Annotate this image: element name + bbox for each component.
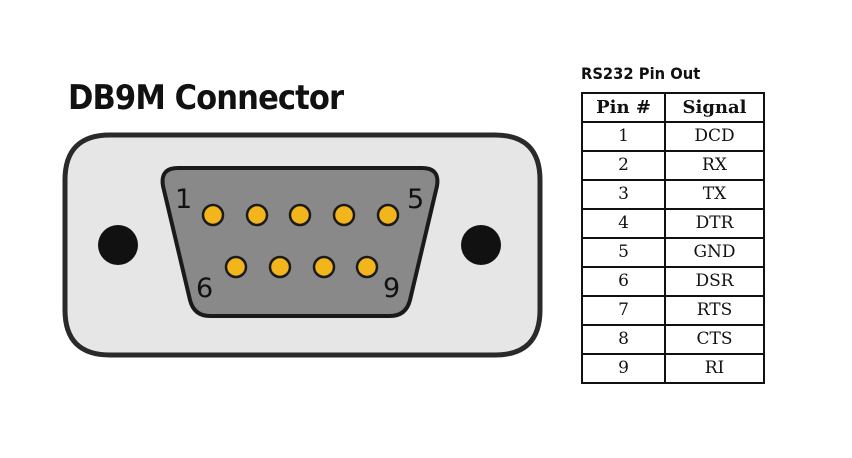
pin-number-cell: 7 bbox=[581, 295, 666, 326]
pinout-header-row: Pin # Signal bbox=[581, 92, 765, 123]
signal-cell: RI bbox=[664, 353, 765, 384]
pin-number-cell: 4 bbox=[581, 208, 666, 239]
pin-number-cell: 6 bbox=[581, 266, 666, 297]
pin-label-1: 1 bbox=[175, 184, 192, 215]
table-row: 5 GND bbox=[581, 237, 765, 268]
pin-number-cell: 9 bbox=[581, 353, 666, 384]
signal-cell: RX bbox=[664, 150, 765, 181]
table-row: 8 CTS bbox=[581, 324, 765, 355]
signal-cell: DSR bbox=[664, 266, 765, 297]
table-row: 1 DCD bbox=[581, 121, 765, 152]
pinout-table: Pin # Signal 1 DCD 2 RX 3 TX 4 DTR 5 GND… bbox=[581, 92, 765, 384]
table-row: 4 DTR bbox=[581, 208, 765, 239]
pin-label-6: 6 bbox=[196, 273, 213, 304]
pinout-table-title: RS232 Pin Out bbox=[581, 64, 701, 83]
signal-cell: TX bbox=[664, 179, 765, 210]
pin-number-cell: 5 bbox=[581, 237, 666, 268]
pin-4 bbox=[332, 203, 356, 227]
db9m-connector-diagram: 1 5 6 9 bbox=[62, 132, 543, 358]
pin-2 bbox=[245, 203, 269, 227]
right-mount-hole bbox=[461, 225, 501, 265]
pin-number-cell: 1 bbox=[581, 121, 666, 152]
signal-cell: RTS bbox=[664, 295, 765, 326]
pin-number-cell: 8 bbox=[581, 324, 666, 355]
table-row: 2 RX bbox=[581, 150, 765, 181]
pin-number-cell: 3 bbox=[581, 179, 666, 210]
table-row: 6 DSR bbox=[581, 266, 765, 297]
left-mount-hole bbox=[98, 225, 138, 265]
signal-cell: DTR bbox=[664, 208, 765, 239]
signal-cell: GND bbox=[664, 237, 765, 268]
pin-1 bbox=[201, 203, 225, 227]
table-row: 9 RI bbox=[581, 353, 765, 384]
connector-face bbox=[160, 166, 440, 318]
pin-6 bbox=[224, 255, 248, 279]
pin-8 bbox=[312, 255, 336, 279]
pin-3 bbox=[288, 203, 312, 227]
pin-label-5: 5 bbox=[407, 184, 424, 215]
pin-5 bbox=[376, 203, 400, 227]
table-row: 7 RTS bbox=[581, 295, 765, 326]
pin-label-9: 9 bbox=[383, 273, 400, 304]
column-header-pin: Pin # bbox=[581, 92, 666, 123]
column-header-signal: Signal bbox=[664, 92, 765, 123]
table-row: 3 TX bbox=[581, 179, 765, 210]
signal-cell: CTS bbox=[664, 324, 765, 355]
pin-7 bbox=[268, 255, 292, 279]
page-title: DB9M Connector bbox=[68, 78, 344, 118]
pin-number-cell: 2 bbox=[581, 150, 666, 181]
signal-cell: DCD bbox=[664, 121, 765, 152]
pin-9 bbox=[355, 255, 379, 279]
